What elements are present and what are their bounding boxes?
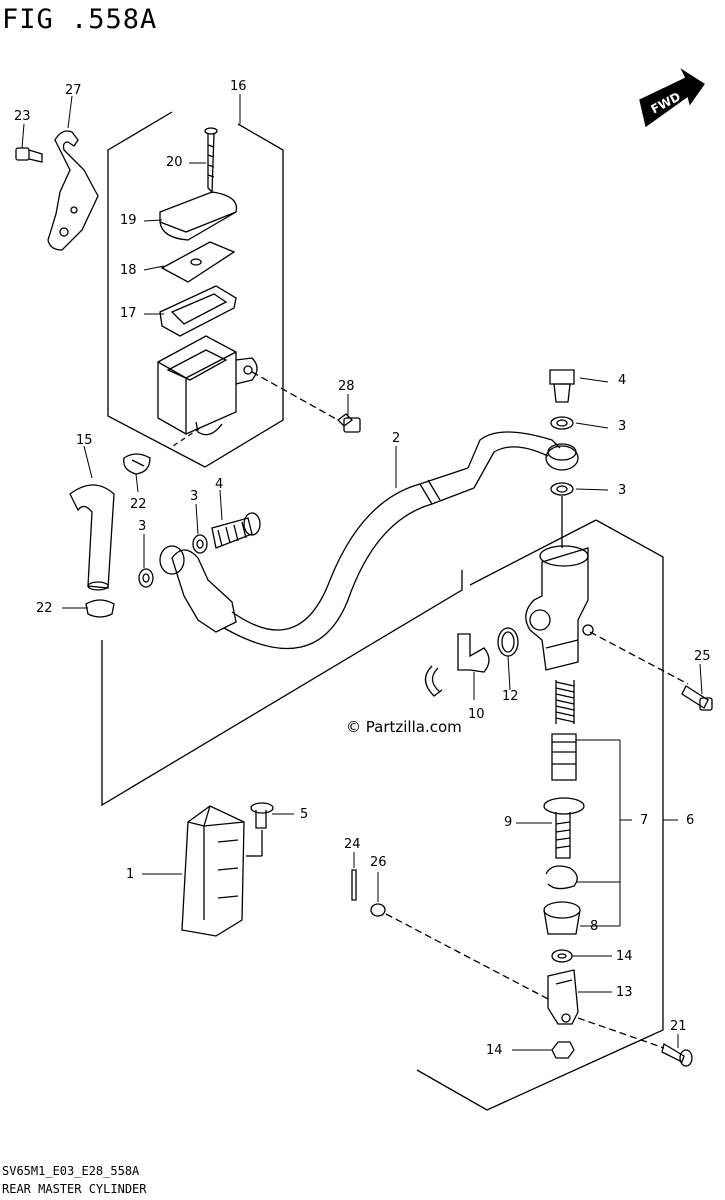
clamp-22-top xyxy=(123,453,151,475)
clamp-22-lower xyxy=(85,599,115,618)
diaphragm-17 xyxy=(159,285,237,337)
callout-25: 25 xyxy=(694,649,711,664)
callout-14-lower: 14 xyxy=(486,1043,503,1058)
bolt-23 xyxy=(15,147,43,163)
cylinder-group-outline xyxy=(416,519,664,1111)
screw-20 xyxy=(204,127,218,194)
callout-22-lower: 22 xyxy=(36,601,53,616)
banjo-bolt-4-right xyxy=(549,369,575,403)
cap-19 xyxy=(159,191,238,241)
piston xyxy=(551,733,577,781)
callout-9: 9 xyxy=(504,815,513,830)
washer-3c xyxy=(550,416,574,430)
callout-20: 20 xyxy=(166,155,183,170)
callout-14-upper: 14 xyxy=(616,949,633,964)
hose-group-outline xyxy=(101,570,463,807)
footer-caption: REAR MASTER CYLINDER xyxy=(2,1182,147,1196)
washer-3a xyxy=(138,568,154,588)
callout-3-b: 3 xyxy=(138,519,147,534)
bracket-part xyxy=(47,130,99,251)
bolt-28 xyxy=(337,413,361,433)
callout-19: 19 xyxy=(120,213,137,228)
callout-3-c: 3 xyxy=(618,419,627,434)
washer-3b xyxy=(192,534,208,554)
bolt-25 xyxy=(681,685,713,711)
callout-3-a: 3 xyxy=(190,489,199,504)
plate-18 xyxy=(160,241,236,283)
leader-lines xyxy=(21,94,703,1051)
cover-1 xyxy=(181,805,245,937)
washer-26 xyxy=(370,903,386,917)
callout-16: 16 xyxy=(230,79,247,94)
callout-5: 5 xyxy=(300,807,309,822)
callout-24: 24 xyxy=(344,837,361,852)
callout-4-right: 4 xyxy=(618,373,627,388)
callout-6: 6 xyxy=(686,813,695,828)
callout-23: 23 xyxy=(14,109,31,124)
screw-5 xyxy=(250,802,274,829)
fitting-10 xyxy=(457,633,490,673)
hose-2 xyxy=(159,431,561,649)
callout-3-d: 3 xyxy=(618,483,627,498)
callout-1: 1 xyxy=(126,867,135,882)
clevis-13 xyxy=(547,969,579,1025)
callout-17: 17 xyxy=(120,306,137,321)
reservoir-body xyxy=(157,335,258,436)
callout-21: 21 xyxy=(670,1019,687,1034)
callout-28: 28 xyxy=(338,379,355,394)
callout-26: 26 xyxy=(370,855,387,870)
footer-code: SV65M1_E03_E28_558A xyxy=(2,1164,140,1178)
circlip xyxy=(545,865,578,890)
spring xyxy=(555,680,575,724)
nut-14-upper xyxy=(551,949,573,963)
callout-10: 10 xyxy=(468,707,485,722)
callout-27: 27 xyxy=(65,83,82,98)
figure-title: FIG .558A xyxy=(2,4,158,35)
pin-21 xyxy=(661,1042,693,1067)
push-rod-9 xyxy=(543,797,585,859)
callout-8: 8 xyxy=(590,919,599,934)
master-cylinder-body xyxy=(525,545,594,671)
hose-15 xyxy=(69,484,115,589)
washer-3d xyxy=(550,482,574,496)
callout-13: 13 xyxy=(616,985,633,1000)
callout-18: 18 xyxy=(120,263,137,278)
callout-4-left: 4 xyxy=(215,477,224,492)
fwd-arrow-icon xyxy=(639,68,705,128)
boot-8 xyxy=(543,901,581,935)
reservoir-group-outline xyxy=(107,111,284,468)
callout-2: 2 xyxy=(392,431,401,446)
banjo-bolt-4-left xyxy=(211,512,261,549)
callout-12: 12 xyxy=(502,689,519,704)
callout-15: 15 xyxy=(76,433,93,448)
watermark: © Partzilla.com xyxy=(346,718,462,736)
banjo-fitting-right xyxy=(545,445,579,471)
callout-7: 7 xyxy=(640,813,649,828)
circlip-11 xyxy=(424,665,443,697)
nut-14-lower xyxy=(551,1041,575,1059)
cotter-pin-24 xyxy=(351,869,357,901)
callout-22-top: 22 xyxy=(130,497,147,512)
